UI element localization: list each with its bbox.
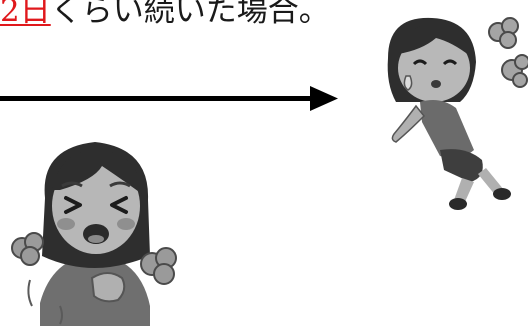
caption-text: 2日くらい続いた場合。	[0, 0, 330, 31]
caption-duration-emphasis: 2日	[0, 0, 51, 29]
arrow-right-icon	[0, 86, 338, 111]
coughing-girl-icon	[11, 142, 177, 326]
collapsed-girl-icon	[387, 17, 528, 210]
caption-rest: くらい続いた場合。	[50, 0, 330, 29]
